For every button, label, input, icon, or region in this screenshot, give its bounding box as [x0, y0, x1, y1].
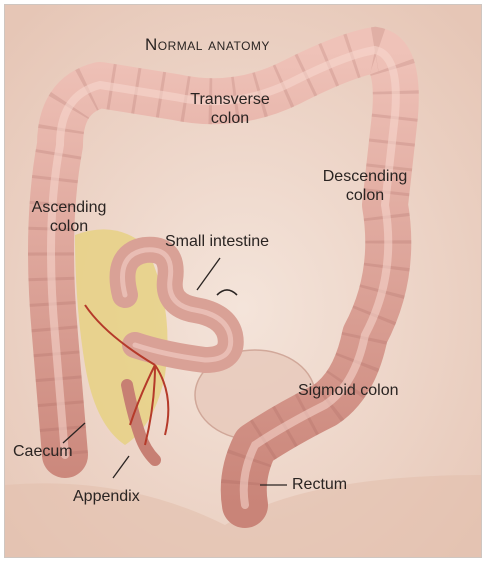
label-transverse-colon-line1: Transverse — [170, 90, 290, 109]
label-rectum: Rectum — [292, 475, 347, 494]
label-caecum: Caecum — [13, 442, 73, 461]
label-sigmoid-colon: Sigmoid colon — [298, 381, 399, 400]
label-descending-colon-line2: colon — [305, 186, 425, 205]
label-descending-colon: Descending colon — [305, 167, 425, 205]
diagram-frame: Normal anatomy Transverse colon Descendi… — [4, 4, 482, 558]
label-small-intestine: Small intestine — [165, 232, 269, 251]
label-ascending-colon-line2: colon — [13, 217, 125, 236]
label-transverse-colon: Transverse colon — [170, 90, 290, 128]
label-descending-colon-line1: Descending — [305, 167, 425, 186]
label-ascending-colon-line1: Ascending — [13, 198, 125, 217]
label-ascending-colon: Ascending colon — [13, 198, 125, 236]
label-appendix: Appendix — [73, 487, 140, 506]
diagram-title: Normal anatomy — [145, 35, 270, 55]
label-transverse-colon-line2: colon — [170, 109, 290, 128]
anatomy-illustration — [5, 5, 481, 557]
